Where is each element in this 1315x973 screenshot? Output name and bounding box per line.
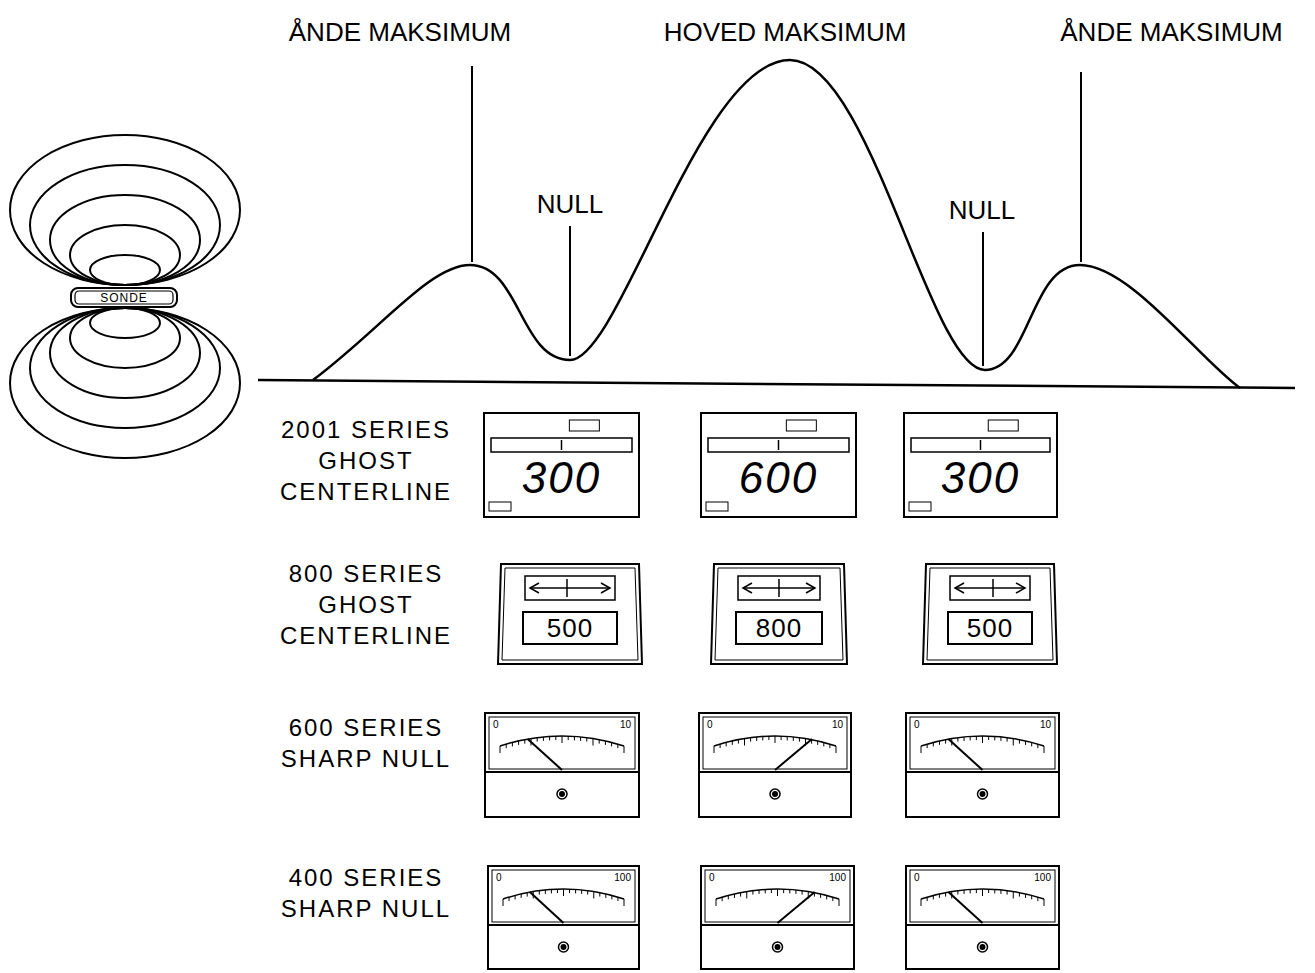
analog-meter: 0 100 (487, 865, 640, 970)
analog-meter: 0 10 (698, 712, 852, 818)
scale-number: 100 (614, 873, 631, 883)
sonde-field (10, 135, 240, 458)
heading-label: HOVED MAKSIMUM (625, 18, 945, 48)
trap-outline (710, 560, 848, 665)
heading-label: ÅNDE MAKSIMUM (250, 18, 550, 48)
trap-meter: 500 (497, 560, 643, 665)
display-value: 800 (756, 615, 802, 641)
scale-number: 10 (832, 720, 843, 730)
sonde-box: SONDE (70, 287, 178, 308)
series-label: 600 SERIES SHARP NULL (250, 712, 482, 774)
baseline (258, 380, 1295, 388)
scale-number: 10 (620, 720, 631, 730)
scale-number: 100 (829, 873, 846, 883)
null-label: NULL (932, 196, 1032, 226)
trap-meter: 500 (922, 560, 1058, 665)
digital-meter: 600 (700, 412, 857, 518)
digital-meter: 300 (903, 412, 1058, 518)
analog-meter: 0 10 (484, 712, 640, 818)
analog-outline (698, 712, 852, 818)
analog-meter: 0 100 (905, 865, 1060, 970)
scale-number: 10 (1040, 720, 1051, 730)
analog-outline (905, 712, 1060, 818)
trap-meter: 800 (710, 560, 848, 665)
null-label: NULL (520, 190, 620, 220)
analog-meter: 0 100 (700, 865, 855, 970)
scale-number: 0 (707, 720, 713, 730)
scale-number: 0 (914, 720, 920, 730)
scale-number: 0 (709, 873, 715, 883)
leader-lines (472, 66, 1081, 366)
display-value: 300 (522, 456, 601, 500)
display-value: 500 (547, 615, 593, 641)
scale-number: 0 (493, 720, 499, 730)
display-value: 600 (739, 456, 818, 500)
scale-number: 0 (496, 873, 502, 883)
heading-label: ÅNDE MAKSIMUM (1030, 18, 1313, 48)
digital-meter: 300 (483, 412, 640, 518)
series-label: 800 SERIES GHOST CENTERLINE (250, 558, 482, 652)
series-label: 2001 SERIES GHOST CENTERLINE (250, 414, 482, 508)
analog-meter: 0 10 (905, 712, 1060, 818)
trap-outline (922, 560, 1058, 665)
display-value: 500 (967, 615, 1013, 641)
trap-outline (497, 560, 643, 665)
display-value: 300 (941, 456, 1020, 500)
scale-number: 100 (1034, 873, 1051, 883)
signal-curve (313, 60, 1240, 388)
scale-number: 0 (914, 873, 920, 883)
series-label: 400 SERIES SHARP NULL (250, 862, 482, 924)
sonde-label: SONDE (100, 292, 148, 304)
analog-outline (484, 712, 640, 818)
